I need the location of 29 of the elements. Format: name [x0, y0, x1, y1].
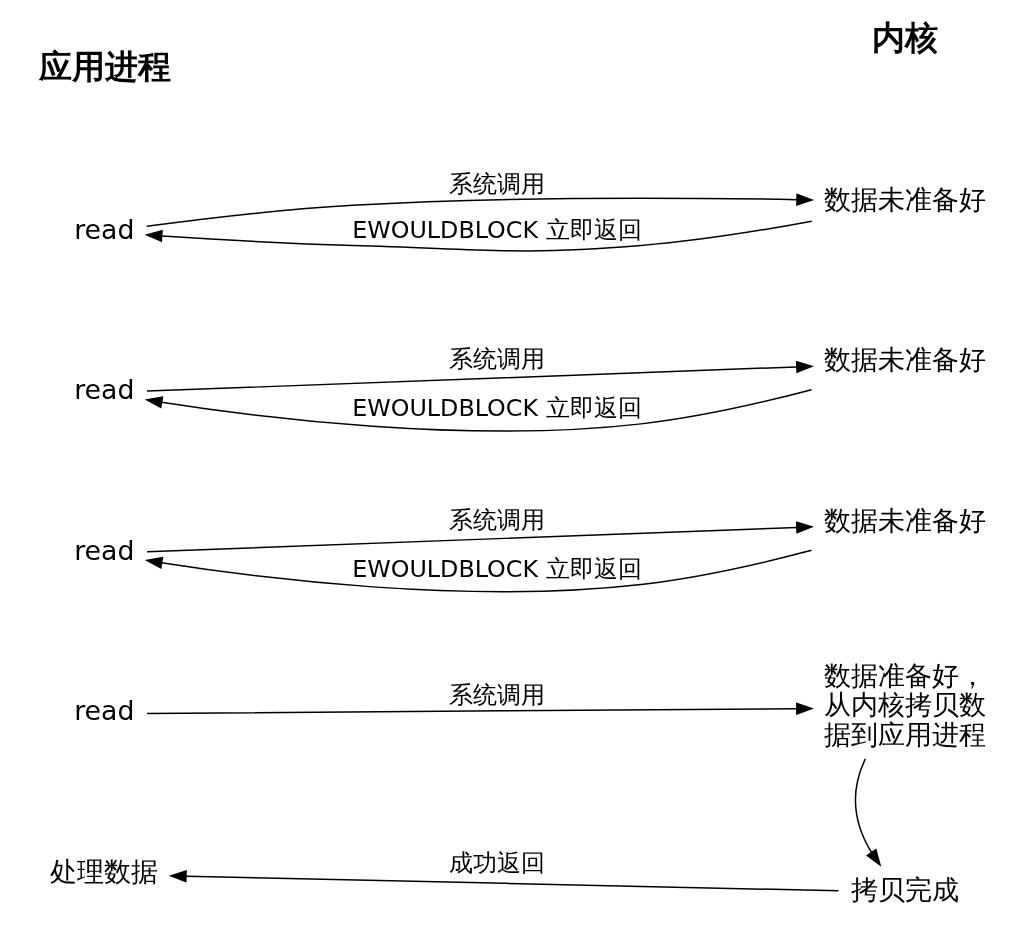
arrow [854, 757, 881, 867]
arrow [144, 219, 812, 252]
arrow [168, 869, 839, 892]
node-text: read [73, 534, 134, 566]
node-text: 数据未准备好 [823, 343, 986, 375]
edge-label: 系统调用 [448, 680, 545, 709]
arrow [144, 388, 812, 432]
arrow [145, 192, 814, 227]
edge-label: 系统调用 [448, 505, 545, 534]
label: 内核 [871, 18, 938, 57]
edge-label: EWOULDBLOCK 立即返回 [351, 393, 642, 422]
arrow [145, 360, 814, 392]
edge-label: 成功返回 [448, 848, 545, 877]
edge-label: 系统调用 [448, 169, 545, 198]
node-text: 处理数据 [49, 855, 158, 887]
node-text: 数据未准备好 [823, 504, 986, 536]
edge-label: 系统调用 [448, 344, 545, 373]
arrow [144, 549, 812, 592]
edge-label: EWOULDBLOCK 立即返回 [351, 554, 642, 583]
node-text: read [73, 373, 134, 405]
edge-label: EWOULDBLOCK 立即返回 [351, 215, 642, 244]
node-text: read [73, 213, 134, 245]
node-text: read [73, 694, 134, 726]
node-text: 拷贝完成 [850, 873, 959, 905]
label: 应用进程 [38, 47, 171, 86]
arrow [145, 701, 814, 715]
node-text: 数据未准备好 [823, 183, 986, 215]
node-text: 数据准备好，从内核拷贝数据到应用进程 [823, 659, 986, 750]
arrow [145, 520, 814, 552]
